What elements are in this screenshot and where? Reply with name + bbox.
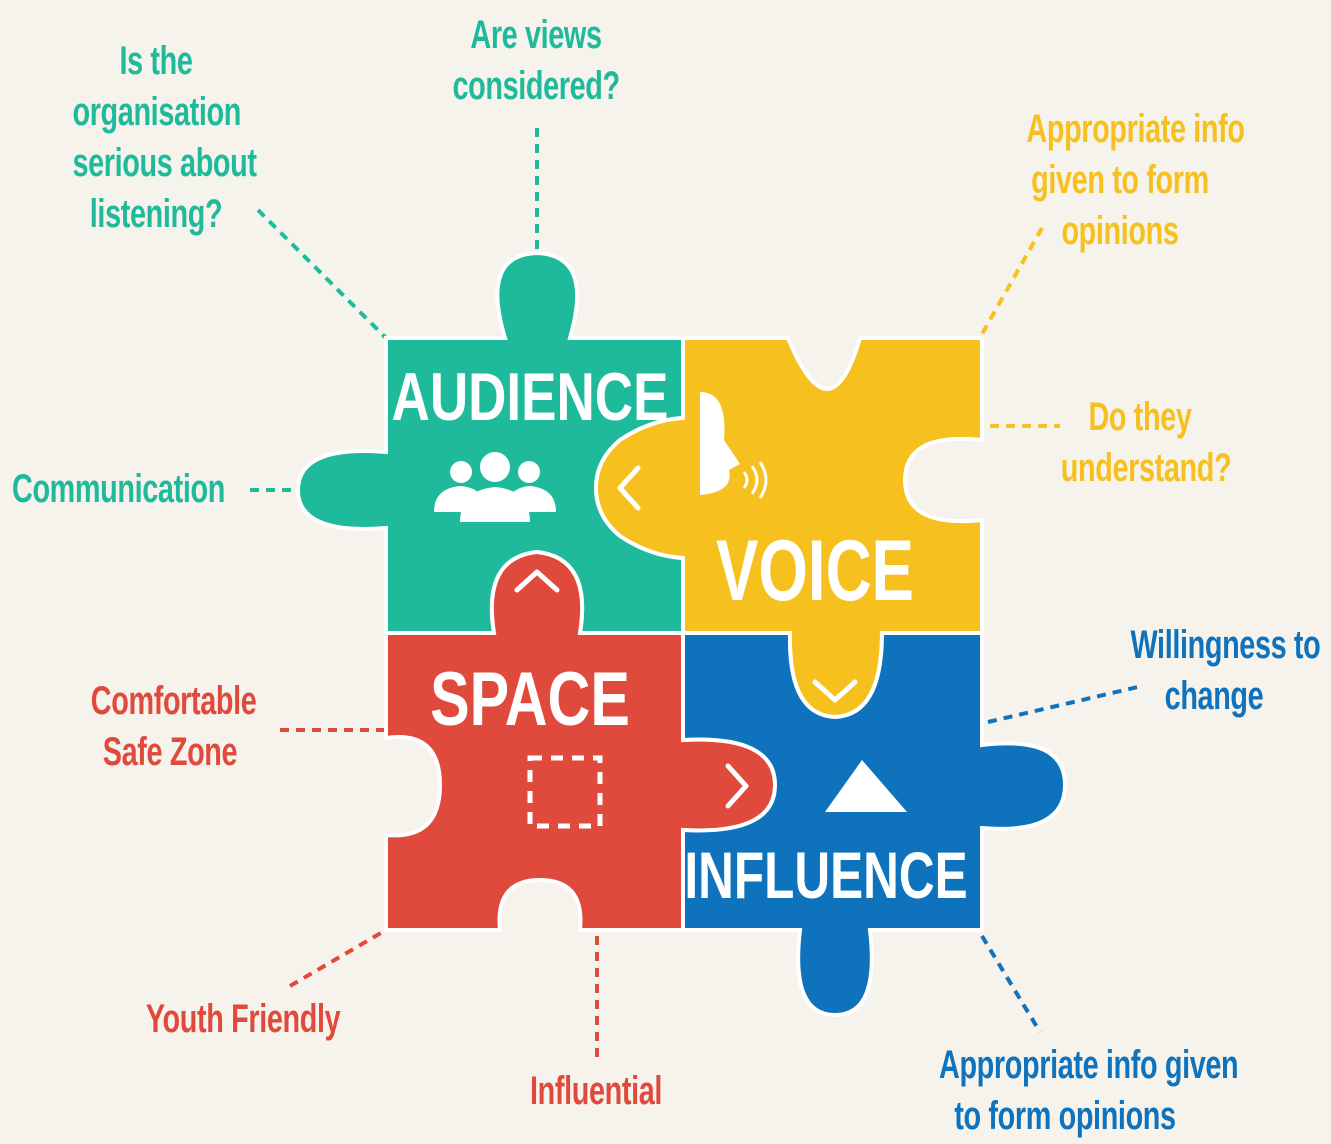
annotation-appropriate-info-influence: Appropriate info given to form opinions bbox=[939, 1043, 1239, 1138]
chevron-right-icon bbox=[725, 763, 749, 809]
annotation-views-considered: Are views considered? bbox=[452, 13, 620, 108]
annotation-youth-friendly: Youth Friendly bbox=[145, 997, 341, 1041]
voice-piece: VOICE bbox=[593, 336, 984, 720]
audience-title: AUDIENCE bbox=[392, 359, 669, 435]
annotation-appropriate-info-voice: Appropriate info given to form opinions bbox=[1026, 107, 1245, 253]
connector-youth-friendly bbox=[288, 928, 388, 988]
annotation-understand: Do they understand? bbox=[1060, 395, 1232, 490]
connector-appropriate-info-voice bbox=[980, 227, 1044, 335]
influence-title: INFLUENCE bbox=[684, 839, 967, 913]
voice-title: VOICE bbox=[716, 524, 914, 619]
audience-piece: AUDIENCE bbox=[295, 250, 685, 635]
dashed-square-icon bbox=[527, 755, 603, 829]
influence-shape bbox=[681, 631, 1068, 1018]
annotation-serious-listening: Is the organisation serious about listen… bbox=[72, 39, 257, 236]
speaking-head-icon bbox=[700, 392, 768, 499]
people-group-icon bbox=[434, 452, 556, 522]
triangle-up-icon bbox=[825, 760, 907, 812]
annotation-safe-zone: Comfortable Safe Zone bbox=[90, 679, 257, 774]
chevron-down-icon bbox=[812, 679, 858, 703]
connector-serious-listening bbox=[256, 208, 388, 340]
chevron-left-icon bbox=[617, 465, 641, 511]
annotation-willingness: Willingness to change bbox=[1130, 623, 1321, 718]
chevron-up-icon bbox=[514, 569, 560, 593]
connector-willingness bbox=[987, 684, 1143, 724]
annotation-influential: Influential bbox=[529, 1069, 663, 1113]
influence-piece: INFLUENCE bbox=[681, 631, 1068, 1018]
space-piece: SPACE bbox=[384, 549, 778, 932]
connector-appropriate-info-influence bbox=[980, 934, 1042, 1034]
annotation-communication: Communication bbox=[12, 467, 225, 511]
space-title: SPACE bbox=[430, 657, 630, 742]
